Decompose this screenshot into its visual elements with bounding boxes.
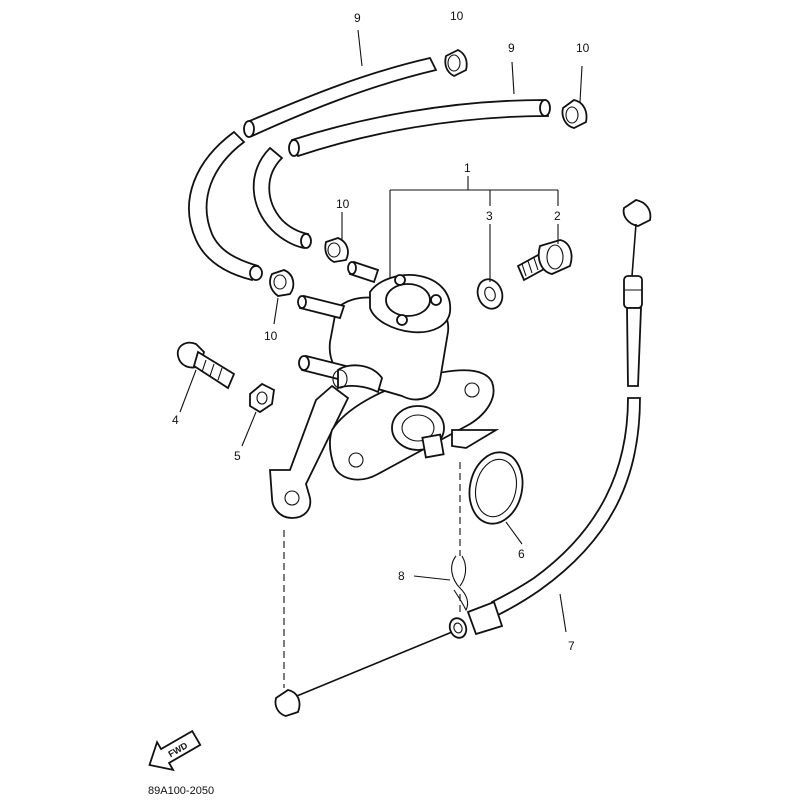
callout-5: 5 <box>234 449 241 463</box>
o-ring <box>468 451 524 525</box>
callout-10-top: 10 <box>450 9 464 23</box>
oil-hose-right <box>252 99 551 250</box>
forward-direction-arrow: FWD <box>148 729 202 772</box>
alignment-lines <box>283 462 461 688</box>
callout-2: 2 <box>554 209 561 223</box>
oil-pump-cable <box>274 199 652 717</box>
hose-clamp-lower <box>269 269 295 297</box>
oil-pump-assembly <box>269 260 500 519</box>
callout-3: 3 <box>486 209 493 223</box>
washer <box>476 278 504 310</box>
callout-10-right: 10 <box>576 41 590 55</box>
callout-10-middle: 10 <box>336 197 350 211</box>
hose-clamp-top-right <box>561 99 588 129</box>
callout-7: 7 <box>568 639 575 653</box>
pump-bolt-with-washer <box>516 239 573 282</box>
callout-4: 4 <box>172 413 179 427</box>
figure-code: 89A100-2050 <box>148 785 214 797</box>
callout-9-left: 9 <box>354 11 361 25</box>
cable-clip <box>451 555 469 612</box>
callout-leaders <box>179 29 583 633</box>
hose-clamp-middle <box>324 237 349 263</box>
callout-10-lower: 10 <box>264 329 278 343</box>
lock-nut <box>249 382 275 414</box>
callout-1: 1 <box>464 161 471 175</box>
lever-bolt <box>176 341 236 390</box>
callout-9-right: 9 <box>508 41 515 55</box>
callout-numbers: 1 2 3 4 5 6 7 8 9 9 10 10 10 10 <box>172 9 590 653</box>
oil-hose-left <box>188 56 438 282</box>
callout-6: 6 <box>518 547 525 561</box>
hose-clamp-top-left <box>444 48 468 78</box>
callout-8: 8 <box>398 569 405 583</box>
